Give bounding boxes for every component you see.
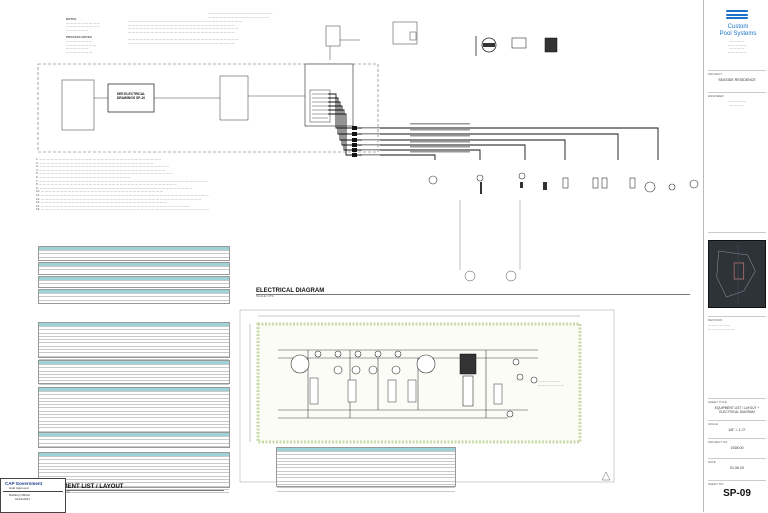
project-no: 1928.00: [730, 446, 744, 450]
disconnect-panel: [219, 75, 249, 121]
sub-panel: [107, 83, 155, 113]
electrical-diagram-scale: SCALE: NTS: [256, 294, 274, 298]
sheet-number: SP-09: [723, 488, 751, 499]
table-lighting: [38, 322, 230, 361]
heater: [459, 353, 477, 375]
table-fittings: [38, 387, 230, 442]
svg-text:— — — — — — — —: — — — — — — — —: [538, 384, 564, 387]
stamp-line-1: CAP Government: [5, 481, 43, 486]
svg-text:— — — — — — —: — — — — — — —: [538, 380, 561, 383]
title-block: Custom Pool Systems — — — —— — — — —— — …: [703, 0, 768, 512]
project-value: SEASIDE RESIDENCE: [718, 78, 756, 82]
table-controls: [38, 432, 230, 448]
electrical-notes: — — — — — — — — — — — — — — — — — — — — …: [128, 19, 243, 45]
equipment-list-heading: EQUIPMENT LIST / LAYOUT: [44, 484, 124, 490]
timer-box: [511, 37, 527, 49]
equipment-notes: — — — — — — — — — — — — — — — — —— — — —…: [208, 11, 273, 19]
stamp-line-4: 01/21/2021: [15, 497, 31, 501]
salt-cell-controller: [544, 37, 558, 53]
project-no-label: PROJECT NO.: [708, 440, 729, 444]
key-plan: [708, 240, 766, 308]
scale-value: 1/8" = 1'-0": [728, 428, 746, 432]
electrical-single-line: [37, 21, 699, 282]
electrical-diagram-heading: ELECTRICAL DIAGRAM: [256, 288, 325, 294]
sheet-no-label: SHEET NO.: [708, 482, 725, 486]
filter-1: [290, 354, 310, 374]
company-address: — — — —— — — — —— — — —— — — — —: [727, 39, 747, 54]
engineer-label: ENGINEER: [708, 94, 724, 98]
table-accessories: [38, 452, 230, 494]
table-heaters: [38, 276, 230, 288]
project-label: PROJECT: [708, 72, 723, 76]
filter-2: [416, 354, 436, 374]
table-pumps: [38, 246, 230, 261]
sheet-title: EQUIPMENT LIST / LAYOUT + ELECTRICAL DIA…: [714, 406, 760, 414]
stamp-line-2: Hold Approved: [9, 486, 29, 490]
equipment-heading-rule: [44, 490, 224, 491]
table-equipment-legend: [276, 447, 456, 492]
company-name: Custom Pool Systems: [719, 24, 757, 37]
sheet-title-label: SHEET TITLE: [708, 400, 727, 404]
sub-panel-label: SEE ELECTRICAL DRAWINGS SP-10: [116, 92, 146, 100]
approval-stamp: CAP Government Hold Approved Building Of…: [0, 478, 66, 513]
date-label: DATE: [708, 460, 716, 464]
automation-panel: [304, 63, 354, 127]
field-devices: [428, 172, 699, 193]
equipment-layout-plan: — — — — — — — — — — — — — — —: [239, 309, 615, 483]
table-filters: [38, 262, 230, 275]
scale-label: SCALE: [708, 422, 718, 426]
company-logo-icon: [726, 10, 748, 21]
general-notes: NOTES — — — — — — — — —— — — — — — — — —…: [66, 17, 100, 54]
main-panel: [61, 79, 95, 131]
electrical-specs: 1. — — — — — — — — — — — — — — — — — — —…: [36, 157, 209, 212]
heading-rule: [256, 294, 690, 295]
equipment-pad: [256, 322, 582, 444]
revision-label: REVISION: [708, 318, 723, 322]
stamp-line-3: Building Official: [9, 493, 30, 497]
remote-control-unit: [325, 25, 341, 47]
date-value: 01.06.20: [730, 466, 744, 470]
table-valves: [38, 360, 230, 385]
table-sanitation: [38, 289, 230, 304]
power-enclosure: [37, 63, 379, 153]
